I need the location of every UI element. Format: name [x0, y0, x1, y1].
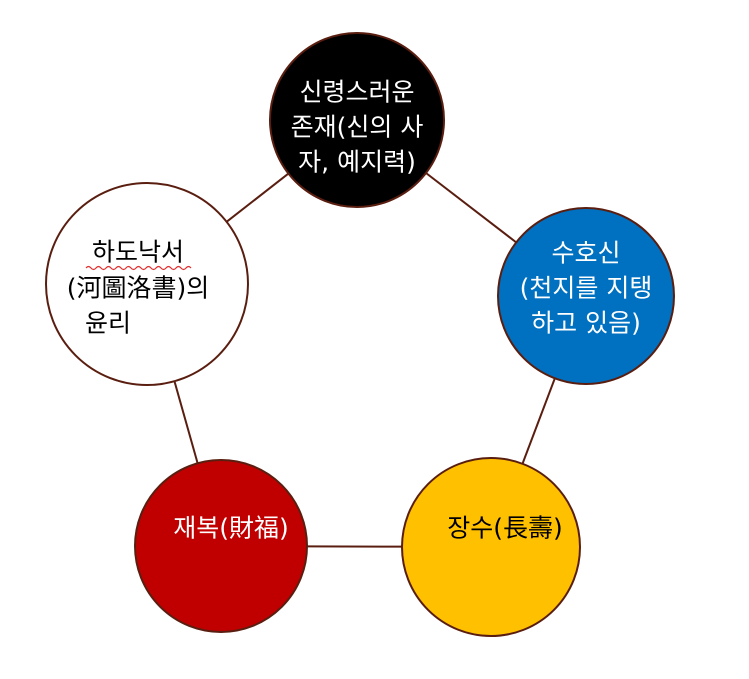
node-hado-nakseo-line-2: (河圖洛書)의	[67, 274, 210, 303]
node-longevity-line-1: 장수(長壽)	[447, 514, 563, 543]
spellcheck-underline	[85, 265, 192, 271]
node-wealth-circle	[134, 459, 308, 633]
node-hado-nakseo: 하도낙서 (河圖洛書)의 윤리	[45, 182, 249, 386]
node-longevity-circle	[401, 457, 581, 637]
node-guardian-line-2: (천지를 지탱	[520, 274, 653, 303]
connector-wealth-hado-nakseo	[173, 380, 199, 464]
node-guardian: 수호신 (천지를 지탱 하고 있음)	[497, 207, 675, 385]
connector-divine-guardian	[425, 172, 517, 244]
node-hado-nakseo-circle	[45, 182, 249, 386]
node-guardian-line-1: 수호신	[551, 239, 620, 268]
node-wealth: 재복(財福)	[134, 459, 308, 633]
connectors	[173, 172, 556, 548]
node-divine-line-1: 신령스러운	[299, 78, 414, 107]
node-divine: 신령스러운 존재(신의 사 자, 예지력)	[269, 32, 445, 208]
node-guardian-circle	[497, 207, 675, 385]
connector-hado-nakseo-divine	[225, 172, 290, 223]
node-divine-line-3: 자, 예지력)	[298, 148, 416, 177]
node-wealth-line-1: 재복(財福)	[173, 514, 289, 543]
connector-guardian-longevity	[521, 377, 556, 465]
node-hado-nakseo-line-3: 윤리	[85, 309, 131, 338]
node-divine-line-2: 존재(신의 사	[291, 113, 424, 142]
node-divine-circle	[269, 32, 445, 208]
node-guardian-line-3: 하고 있음)	[531, 309, 641, 338]
node-longevity: 장수(長壽)	[401, 457, 581, 637]
node-hado-nakseo-line-1: 하도낙서	[92, 238, 184, 267]
